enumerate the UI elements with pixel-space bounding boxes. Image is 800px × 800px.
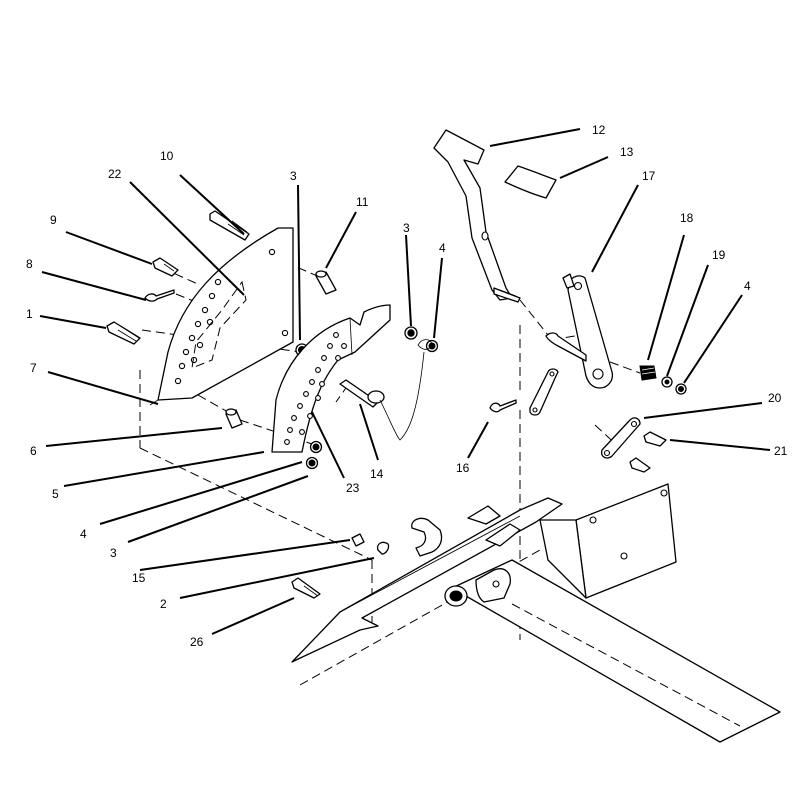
callout-4-right: 4 bbox=[744, 279, 751, 293]
callout-3-middle: 3 bbox=[403, 221, 410, 235]
callout-26: 26 bbox=[190, 635, 204, 649]
callout-21: 21 bbox=[774, 444, 788, 458]
bolt-1 bbox=[106, 321, 141, 345]
brake-pedal-12 bbox=[433, 129, 521, 303]
callout-labels: 12 13 17 10 22 3 11 3 4 18 19 4 9 8 1 7 … bbox=[26, 123, 788, 649]
spacer-6 bbox=[225, 408, 243, 429]
callout-12: 12 bbox=[592, 123, 606, 137]
cotter-pin-16 bbox=[489, 399, 517, 413]
nut-3-lower bbox=[305, 456, 319, 470]
callout-3-upper: 3 bbox=[290, 169, 297, 183]
callout-16: 16 bbox=[456, 461, 470, 475]
cross-shaft bbox=[444, 559, 781, 743]
grease-fitting-15 bbox=[351, 533, 365, 547]
pedal-pad-13 bbox=[504, 165, 557, 199]
callout-3-lower: 3 bbox=[110, 546, 117, 560]
callout-4-lower: 4 bbox=[80, 527, 87, 541]
mounting-plate bbox=[539, 483, 677, 599]
retaining-ring-2 bbox=[376, 541, 390, 555]
callout-2: 2 bbox=[160, 597, 167, 611]
callout-20: 20 bbox=[768, 391, 782, 405]
bolt-9 bbox=[152, 257, 179, 277]
callout-7: 7 bbox=[30, 361, 37, 375]
lock-pin-14 bbox=[339, 339, 433, 441]
spring-18 bbox=[639, 365, 657, 381]
bracket-left-holes bbox=[174, 248, 289, 385]
callout-9: 9 bbox=[50, 213, 57, 227]
callout-5: 5 bbox=[52, 487, 59, 501]
link-plate-16 bbox=[529, 368, 559, 416]
bolt-21-lower bbox=[629, 457, 651, 473]
callout-4-middle: 4 bbox=[439, 241, 446, 255]
callout-22: 22 bbox=[108, 167, 122, 181]
callout-8: 8 bbox=[26, 257, 33, 271]
nut-4-middle bbox=[425, 339, 439, 353]
callout-13: 13 bbox=[620, 145, 634, 159]
nut-3-middle bbox=[404, 326, 418, 340]
spacer-11 bbox=[315, 270, 337, 295]
nut-4-lower bbox=[309, 440, 323, 454]
bolt-21-upper bbox=[643, 431, 667, 447]
washer-19 bbox=[661, 376, 673, 388]
callout-19: 19 bbox=[712, 248, 726, 262]
pedal-bracket-right bbox=[271, 304, 391, 453]
callout-6: 6 bbox=[30, 444, 37, 458]
pedal-bracket-left bbox=[149, 227, 294, 406]
callout-14: 14 bbox=[370, 467, 384, 481]
callout-23: 23 bbox=[346, 481, 360, 495]
bolt-10 bbox=[209, 210, 250, 241]
bracket-right-holes bbox=[284, 332, 347, 445]
leader-lines bbox=[39, 128, 771, 635]
frame-tube-2 bbox=[291, 497, 563, 663]
callout-1: 1 bbox=[26, 307, 33, 321]
callout-10: 10 bbox=[160, 149, 174, 163]
callout-15: 15 bbox=[132, 571, 146, 585]
lever-17 bbox=[545, 273, 614, 389]
callout-11: 11 bbox=[356, 195, 369, 209]
callout-17: 17 bbox=[642, 169, 656, 183]
bolt-26 bbox=[291, 577, 321, 599]
selector-arrow bbox=[191, 280, 247, 369]
link-20 bbox=[601, 417, 641, 459]
callout-18: 18 bbox=[680, 211, 694, 225]
cotter-pin-8 bbox=[144, 289, 175, 302]
nut-4-right bbox=[675, 383, 687, 395]
